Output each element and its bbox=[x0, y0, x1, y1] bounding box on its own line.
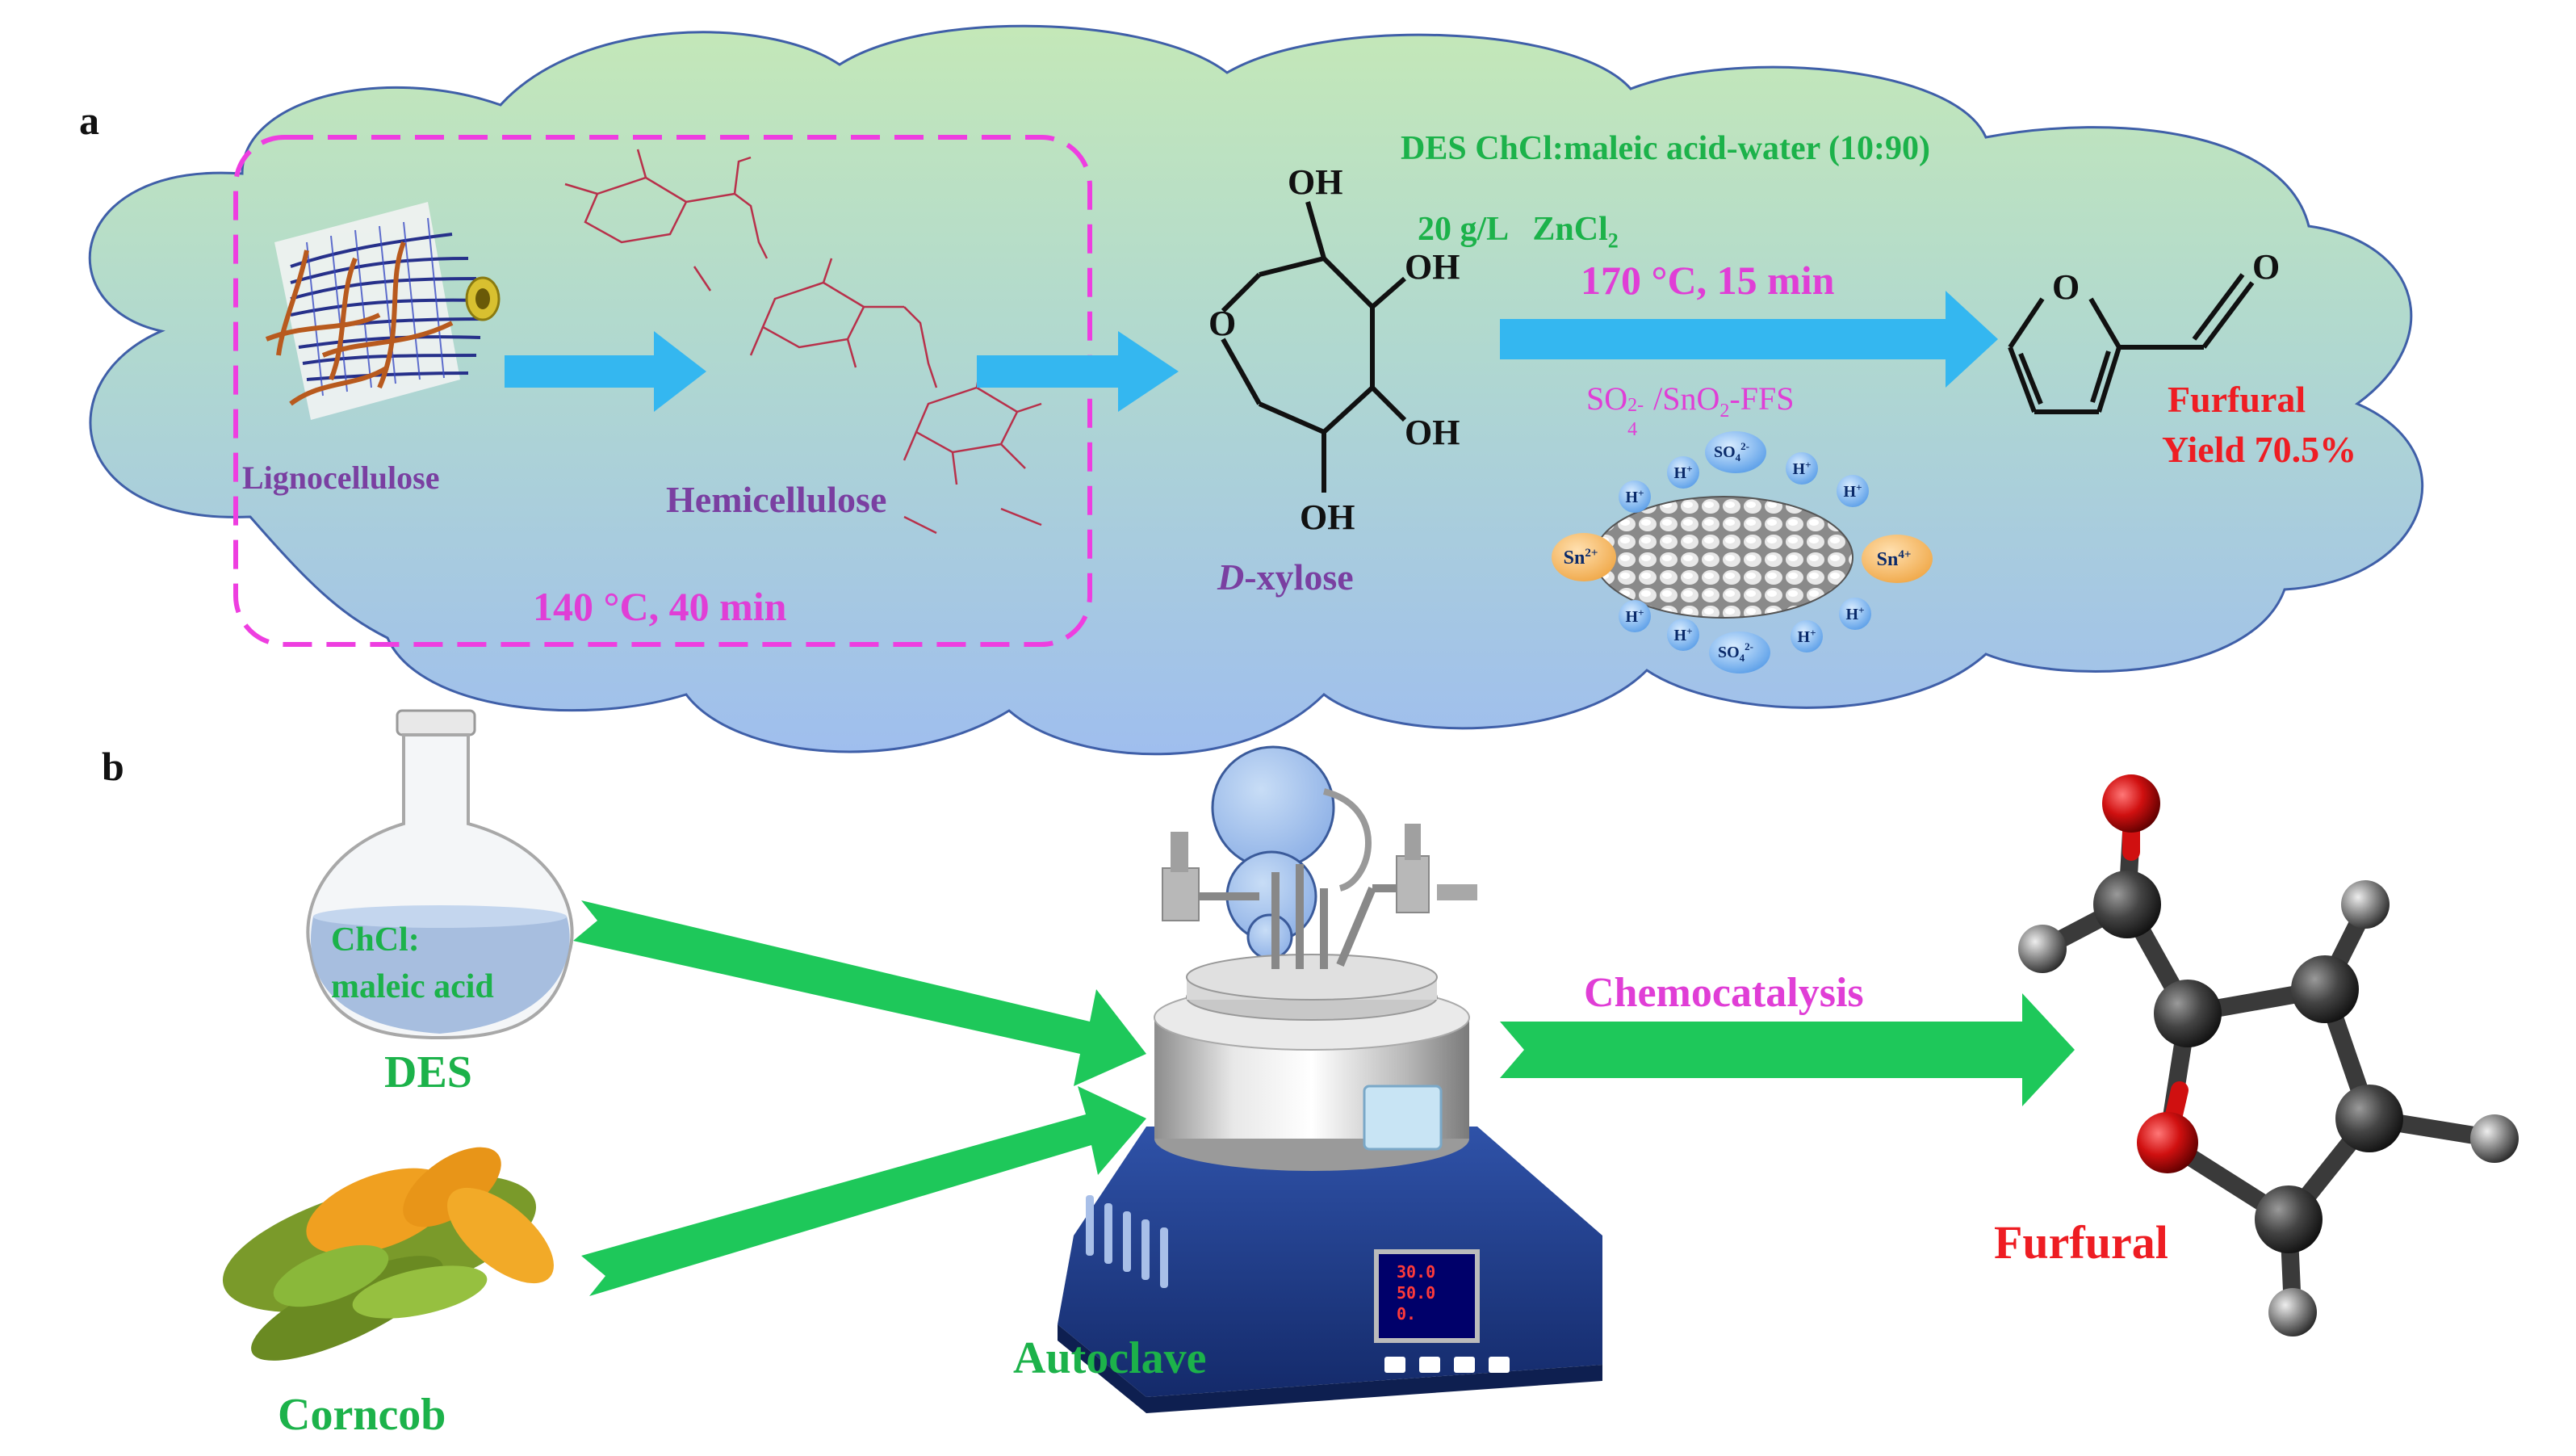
proton-label: H+ bbox=[1674, 463, 1693, 482]
des-condition-line2: 20 g/L ZnCl2 bbox=[1401, 171, 1619, 253]
autoclave-label: Autoclave bbox=[1013, 1333, 1207, 1383]
arrow-xylose-to-furfural bbox=[1500, 291, 1998, 388]
arrow-des-to-autoclave bbox=[573, 900, 1146, 1086]
proton-label: H+ bbox=[1626, 487, 1644, 506]
tin-2-label: Sn2+ bbox=[1564, 547, 1598, 569]
hemicellulose-structure bbox=[564, 149, 1042, 535]
xylose-ring-oxygen: O bbox=[1208, 304, 1236, 343]
proton-ion bbox=[1667, 456, 1699, 489]
arrow-corncob-to-autoclave bbox=[581, 1086, 1146, 1296]
display-value-2: 50.0 bbox=[1397, 1283, 1435, 1303]
proton-label: H+ bbox=[1626, 606, 1644, 626]
chemocatalysis-label: Chemocatalysis bbox=[1584, 970, 1864, 1016]
panel-a-letter: a bbox=[79, 98, 99, 143]
proton-ion bbox=[1619, 600, 1651, 632]
xylose-oh-bottom: OH bbox=[1300, 497, 1355, 537]
xylose-label: D-xylose bbox=[1217, 556, 1354, 598]
catalyst-part2: /SnO bbox=[1653, 380, 1720, 417]
xylose-oh-right: OH bbox=[1405, 247, 1460, 287]
sulfate-ion bbox=[1705, 431, 1766, 473]
proton-label: H+ bbox=[1798, 627, 1816, 646]
proton-ion bbox=[1837, 475, 1869, 507]
hemicellulose-label: Hemicellulose bbox=[666, 479, 887, 520]
green-arrows bbox=[573, 900, 2075, 1296]
des-label: DES bbox=[384, 1047, 472, 1097]
flask-text-line2: maleic acid bbox=[331, 968, 494, 1005]
arrow-lignocellulose-to-hemicellulose bbox=[505, 331, 706, 412]
furfural-carbonyl-oxygen: O bbox=[2252, 247, 2280, 287]
tin-4-label: Sn4+ bbox=[1877, 548, 1912, 570]
xylose-label-italic: D bbox=[1217, 556, 1245, 598]
catalyst-sup1: 2- bbox=[1627, 395, 1644, 416]
xylose-oh-top: OH bbox=[1288, 162, 1342, 202]
catalyst-sub2: 2 bbox=[1719, 401, 1730, 422]
display-value-1: 30.0 bbox=[1397, 1262, 1435, 1282]
proton-ion bbox=[1619, 480, 1651, 513]
zncl-text: 20 g/L ZnCl bbox=[1418, 211, 1608, 248]
catalyst-part3: -FFS bbox=[1729, 380, 1795, 417]
proton-ion bbox=[1786, 452, 1818, 485]
furfural-label-a: Furfural bbox=[2168, 379, 2306, 420]
panel-b-letter: b bbox=[102, 744, 124, 789]
catalyst-part1: SO bbox=[1586, 380, 1628, 417]
arrow-hemicellulose-to-xylose bbox=[977, 331, 1179, 412]
proton-ion bbox=[1791, 620, 1823, 652]
display-value-3: 0. bbox=[1397, 1304, 1416, 1324]
proton-label: H+ bbox=[1674, 625, 1693, 644]
des-condition-line1: DES ChCl:maleic acid-water (10:90) bbox=[1401, 130, 1930, 167]
proton-label: H+ bbox=[1793, 459, 1812, 478]
furfural-structure bbox=[2008, 273, 2255, 414]
blue-arrows bbox=[505, 291, 1998, 412]
zncl-subscript: 2 bbox=[1607, 229, 1619, 253]
sulfate-ion bbox=[1709, 631, 1770, 673]
sulfate-label: SO42- bbox=[1714, 440, 1749, 464]
catalyst-ions bbox=[1552, 431, 1933, 673]
reaction-condition: 170 °C, 15 min bbox=[1581, 258, 1835, 303]
tin-2-ion bbox=[1552, 533, 1616, 581]
arrow-autoclave-to-furfural bbox=[1500, 993, 2075, 1106]
flask-text-line1: ChCl: bbox=[331, 921, 420, 959]
flask-illustration bbox=[306, 709, 574, 1040]
xylose-structure bbox=[1221, 201, 1407, 493]
pretreatment-condition: 140 °C, 40 min bbox=[533, 584, 787, 629]
catalyst-particle bbox=[1594, 496, 1853, 619]
furfural-label-b: Furfural bbox=[1994, 1216, 2168, 1269]
pretreatment-box bbox=[233, 135, 1092, 647]
proton-label: H+ bbox=[1846, 604, 1865, 623]
furfural-molecule-3d bbox=[2018, 774, 2519, 1336]
proton-label: H+ bbox=[1844, 481, 1862, 501]
lignocellulose-illustration bbox=[265, 202, 501, 420]
proton-ion bbox=[1667, 619, 1699, 651]
catalyst-sub1: 4 bbox=[1627, 419, 1638, 440]
xylose-label-rest: -xylose bbox=[1244, 556, 1354, 598]
proton-ion bbox=[1839, 598, 1871, 630]
autoclave-illustration bbox=[1058, 788, 1602, 1413]
tin-4-ion bbox=[1862, 535, 1933, 583]
lignocellulose-label: Lignocellulose bbox=[242, 459, 440, 496]
xylose-oh-lower-right: OH bbox=[1405, 413, 1460, 452]
yield-label: Yield 70.5% bbox=[2162, 429, 2357, 470]
furfural-ring-oxygen: O bbox=[2052, 267, 2080, 307]
corncob-label: Corncob bbox=[278, 1390, 446, 1440]
sulfate-label: SO42- bbox=[1718, 640, 1753, 664]
corncob-illustration bbox=[222, 1147, 554, 1361]
